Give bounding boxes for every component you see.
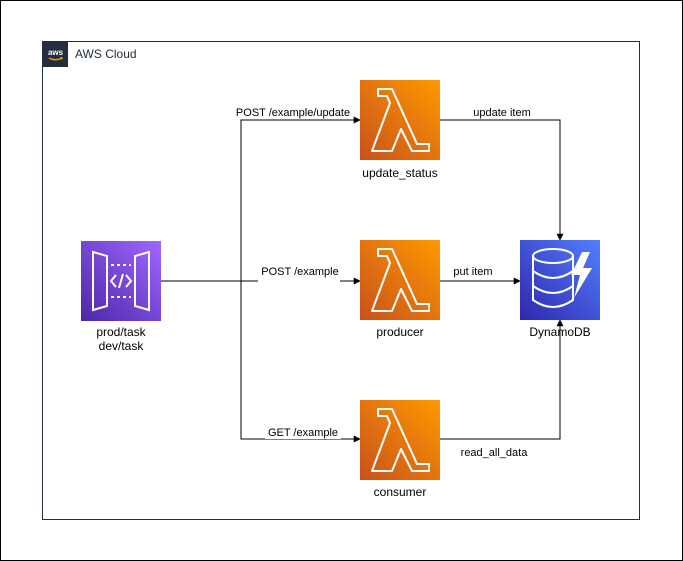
api-gateway-label-2: dev/task [99,339,145,353]
lambda-producer-node[interactable]: producer [360,240,440,339]
api-gateway-node[interactable]: prod/task dev/task [81,241,161,353]
dynamodb-node[interactable]: DynamoDB [520,240,600,339]
dynamodb-label: DynamoDB [529,325,590,339]
edge-update-status-to-dynamodb [440,119,564,241]
consumer-label: consumer [374,485,427,499]
edge-label-post-example: POST /example [261,266,338,278]
edge-api-to-consumer [240,281,361,443]
lambda-consumer-node[interactable]: consumer [360,400,440,499]
edge-api-to-update-status [240,116,361,281]
lambda-update-status-node[interactable]: update_status [360,80,440,180]
aws-cloud-group: aws AWS Cloud [42,41,640,520]
edge-label-update-item: update item [473,107,530,119]
edge-label-get-example: GET /example [268,427,338,439]
aws-cloud-label: AWS Cloud [75,47,137,61]
update-status-label: update_status [362,166,437,180]
edge-consumer-to-dynamodb [440,319,564,440]
edge-label-put-item: put item [453,266,492,278]
api-gateway-label-1: prod/task [96,325,146,339]
edge-label-read-all-data: read_all_data [461,447,529,459]
producer-label: producer [376,325,423,339]
aws-logo-icon: aws [43,42,68,67]
svg-text:aws: aws [48,48,64,57]
edge-label-post-update: POST /example/update [236,107,350,119]
